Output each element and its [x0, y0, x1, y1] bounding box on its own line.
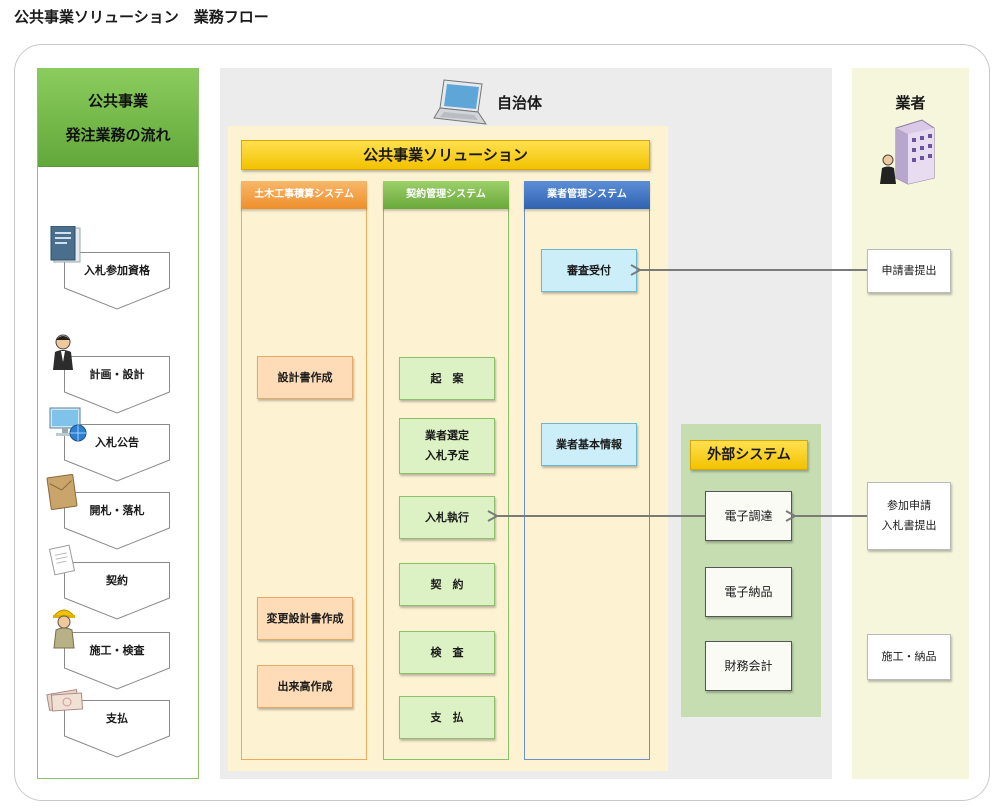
flow-step-label: 支払: [106, 712, 128, 725]
flow-step: 入札公告: [64, 424, 170, 482]
flow-step-label: 計画・設計: [89, 368, 145, 381]
person-icon: [53, 334, 73, 370]
municipality-title: 自治体: [497, 94, 543, 112]
design-change-box: 変更設計書作成: [257, 597, 353, 640]
system-header: 業者管理システム: [524, 181, 650, 209]
flow-step-label: 入札参加資格: [84, 264, 150, 277]
flow-step: 契約: [64, 562, 170, 620]
flow-step: 入札参加資格: [64, 252, 170, 310]
solution-title: 公共事業ソリューション: [241, 140, 650, 170]
money-icon: [46, 688, 84, 712]
system-header: 土木工事積算システム: [241, 181, 367, 209]
flow-heading-line2: 発注業務の流れ: [65, 126, 171, 144]
vendor-info-box: 業者基本情報: [541, 423, 637, 466]
flow-heading-line1: 公共事業: [87, 92, 148, 110]
flow-step: 開札・落札: [64, 492, 170, 550]
document-icon: [50, 226, 81, 263]
flow-step: 施工・検査: [64, 632, 170, 690]
application-submit-box: 申請書提出: [867, 249, 951, 293]
progress-box: 出来高作成: [257, 665, 353, 708]
contract-box: 契 約: [399, 563, 495, 606]
vendor-title: 業者: [895, 94, 926, 112]
building-icon: [880, 119, 935, 185]
flow-step-label: 契約: [106, 574, 128, 587]
inspection-box: 検 査: [399, 631, 495, 674]
bid-submit-box: 参加申請 入札書提出: [867, 482, 951, 550]
flow-step: 計画・設計: [64, 356, 170, 414]
vendor-selection-box: 業者選定 入札予定: [399, 418, 495, 474]
external-title: 外部システム: [690, 440, 808, 470]
bid-execution-box: 入札執行: [399, 496, 495, 539]
computer-globe-icon: [49, 407, 87, 442]
payment-box: 支 払: [399, 696, 495, 739]
draft-box: 起 案: [399, 357, 495, 400]
system-header: 契約管理システム: [383, 181, 509, 209]
paper-icon: [48, 544, 76, 576]
envelope-icon: [46, 474, 78, 510]
flow-step-label: 入札公告: [95, 436, 139, 449]
flow-step: 支払: [64, 700, 170, 758]
e-delivery-box: 電子納品: [705, 567, 792, 617]
laptop-icon: [433, 79, 488, 125]
flow-heading: 公共事業 発注業務の流れ: [38, 68, 198, 167]
page-title: 公共事業ソリューション 業務フロー: [14, 8, 269, 26]
flow-step-label: 開札・落札: [89, 504, 145, 517]
construction-delivery-box: 施工・納品: [867, 634, 951, 680]
design-doc-box: 設計書作成: [257, 356, 353, 399]
screening-box: 審査受付: [541, 249, 637, 292]
flow-step-label: 施工・検査: [89, 644, 145, 657]
worker-icon: [52, 609, 76, 649]
finance-box: 財務会計: [705, 641, 792, 691]
